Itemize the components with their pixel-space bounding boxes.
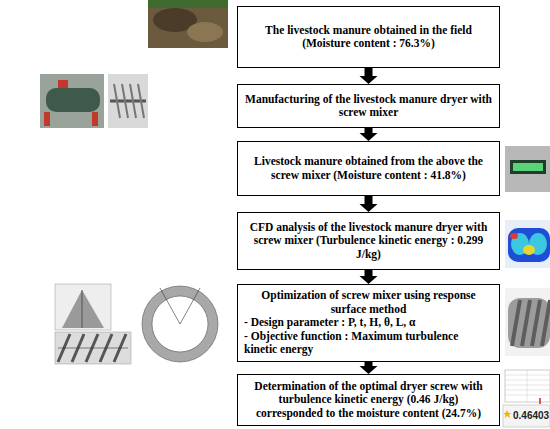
dryer-photo xyxy=(40,74,104,128)
ring-section-drawing xyxy=(142,286,218,362)
result-badge xyxy=(503,405,550,427)
box-text: The livestock manure obtained in the fie… xyxy=(244,24,493,51)
box-bullet: - Objective function : Maximum turbulenc… xyxy=(244,330,493,357)
box-text: Livestock manure obtained from the above… xyxy=(244,155,493,182)
box-text: Optimization of screw mixer using respon… xyxy=(244,289,493,316)
flow-arrow xyxy=(360,270,378,284)
box-text: Manufacturing of the livestock manure dr… xyxy=(244,93,493,120)
box-text: Determination of the optimal dryer screw… xyxy=(244,380,493,421)
manure-photo xyxy=(148,0,228,48)
process-box: Livestock manure obtained from the above… xyxy=(237,141,500,196)
screw-pitch-drawing xyxy=(55,332,131,364)
screw-photo xyxy=(108,74,148,128)
box-text: CFD analysis of the livestock manure dry… xyxy=(244,221,493,262)
box-bullet: - Design parameter : P, t, H, θ, L, α xyxy=(244,316,493,330)
process-box: CFD analysis of the livestock manure dry… xyxy=(237,212,500,270)
flow-arrow xyxy=(360,128,378,141)
flow-arrow xyxy=(360,196,378,212)
cfd-contour-image xyxy=(505,220,550,268)
flow-arrow xyxy=(360,68,378,84)
process-box: Manufacturing of the livestock manure dr… xyxy=(237,84,500,128)
process-box: Optimization of screw mixer using respon… xyxy=(237,284,500,362)
flow-arrow xyxy=(360,362,378,374)
result-table xyxy=(505,370,550,404)
scale-photo xyxy=(505,146,550,192)
process-box: Determination of the optimal dryer screw… xyxy=(237,374,500,426)
process-box: The livestock manure obtained in the fie… xyxy=(237,6,500,68)
result-value: 0.46403 xyxy=(513,410,549,421)
screw-render xyxy=(505,288,550,356)
blade-section-drawing xyxy=(55,284,111,330)
